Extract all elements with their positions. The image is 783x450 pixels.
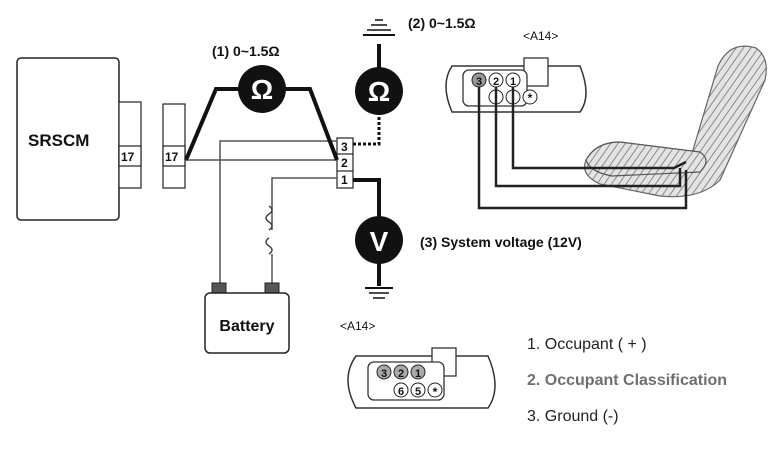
wire-battery-neg — [219, 140, 337, 283]
seat-wires — [477, 87, 688, 210]
meter-1: Ω — [238, 65, 286, 113]
srscm-module: SRSCM 17 — [16, 57, 142, 221]
meter-2: Ω — [355, 67, 403, 115]
battery-label: Battery — [219, 318, 274, 335]
connector-bottom-pin-3: 3 — [381, 368, 387, 380]
ohm-icon: Ω — [251, 74, 273, 105]
meter-3-label: (3) System voltage (12V) — [420, 234, 582, 250]
harness-connector: 17 — [162, 103, 186, 189]
junction-pin-1: 1 — [341, 173, 348, 187]
fuse-lower-icon — [265, 237, 273, 255]
ground-symbol-top — [363, 19, 395, 36]
connector-bottom-label: <A14> — [340, 319, 375, 333]
battery: Battery — [204, 282, 290, 354]
legend-item-occupant: 1. Occupant ( + ) — [527, 336, 647, 353]
voltage-icon: V — [370, 226, 389, 257]
connector-bottom-pin-6: 6 — [398, 386, 404, 398]
ground-symbol-bottom — [365, 287, 393, 299]
harness-pin-label: 17 — [165, 150, 179, 164]
wire-battery-pos — [271, 177, 337, 230]
ohm-icon: Ω — [368, 76, 390, 107]
legend: 1. Occupant ( + ) 2. Occupant Classifica… — [527, 336, 727, 425]
junction-pin-2: 2 — [341, 156, 348, 170]
connector-top-pin-3: 3 — [476, 76, 482, 88]
meter-3: V — [355, 216, 403, 264]
legend-item-ground: 3. Ground (-) — [527, 408, 619, 425]
connector-bottom-pin-1: 1 — [415, 368, 421, 380]
meter-2-lead — [353, 113, 381, 146]
connector-bottom-pin-2: 2 — [398, 368, 404, 380]
meter-3-lead — [353, 178, 381, 216]
connector-top-pin-2: 2 — [493, 76, 499, 88]
seat-illustration — [584, 45, 767, 198]
junction-pin-3: 3 — [341, 140, 348, 154]
connector-top-label: <A14> — [523, 29, 558, 43]
fuse-icon — [265, 205, 273, 231]
connector-top-pin-star: * — [528, 91, 533, 105]
meter-1-leads — [184, 87, 339, 161]
srscm-pin-label: 17 — [121, 150, 135, 164]
meter-2-label: (2) 0~1.5Ω — [408, 15, 476, 31]
wires — [185, 140, 337, 283]
junction-pin-block: 3 2 1 — [336, 137, 354, 189]
connector-bottom: 3 2 1 6 5 * — [347, 347, 496, 409]
connector-bottom-pin-5: 5 — [415, 386, 421, 398]
legend-item-occupant-classification: 2. Occupant Classification — [527, 372, 727, 389]
connector-top-pin-1: 1 — [510, 76, 516, 88]
srscm-label: SRSCM — [28, 131, 89, 150]
connector-top: 3 2 1 * — [445, 57, 587, 113]
connector-bottom-pin-star: * — [433, 385, 438, 399]
meter-1-label: (1) 0~1.5Ω — [212, 43, 280, 59]
